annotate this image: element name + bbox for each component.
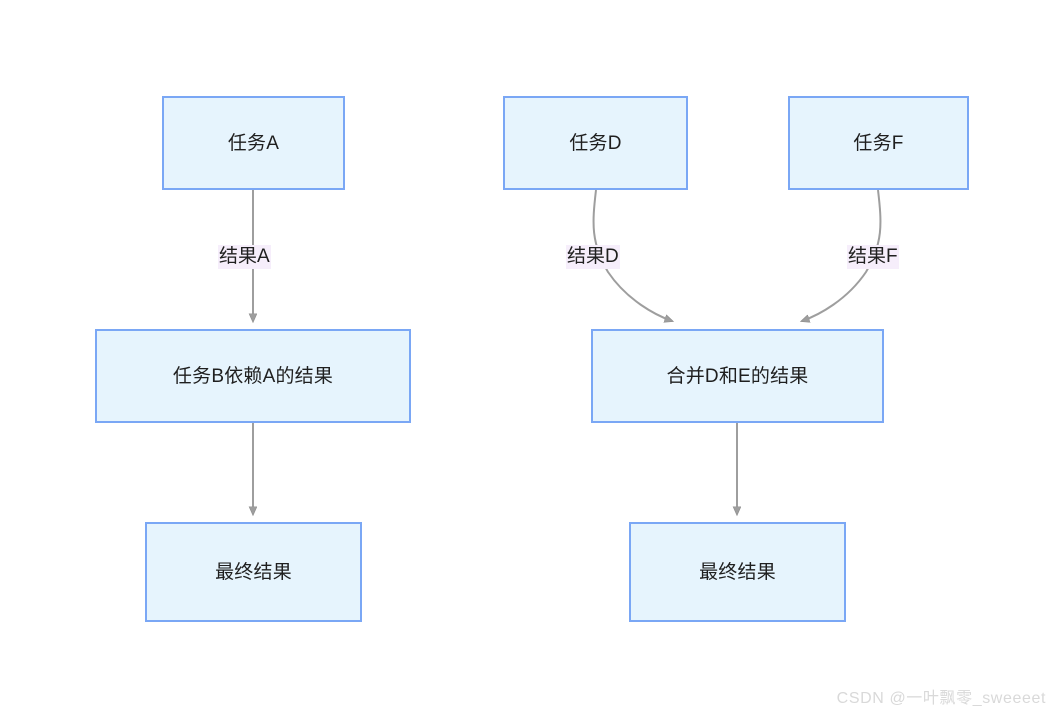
node-label: 合并D和E的结果 [666, 365, 809, 387]
node-task-a[interactable]: 任务A [162, 96, 345, 190]
node-label: 任务B依赖A的结果 [172, 365, 334, 387]
node-task-d[interactable]: 任务D [503, 96, 688, 190]
node-label: 最终结果 [215, 561, 292, 583]
node-label: 最终结果 [699, 561, 776, 583]
node-merge-d-and-e[interactable]: 合并D和E的结果 [591, 329, 884, 423]
node-task-f[interactable]: 任务F [788, 96, 969, 190]
node-label: 任务D [569, 132, 622, 154]
edge-taskF-to-mergeDE [802, 189, 882, 321]
edge-label-result-a: 结果A [218, 245, 271, 269]
node-label: 任务F [853, 132, 904, 154]
node-final-result-right[interactable]: 最终结果 [629, 522, 846, 622]
edge-label-result-d: 结果D [566, 245, 620, 269]
edge-label-result-f: 结果F [847, 245, 899, 269]
node-task-b[interactable]: 任务B依赖A的结果 [95, 329, 411, 423]
edge-taskD-to-mergeDE [592, 189, 672, 321]
node-label: 任务A [227, 132, 280, 154]
watermark: CSDN @一叶飘零_sweeeet [836, 690, 1046, 707]
node-final-result-left[interactable]: 最终结果 [145, 522, 362, 622]
